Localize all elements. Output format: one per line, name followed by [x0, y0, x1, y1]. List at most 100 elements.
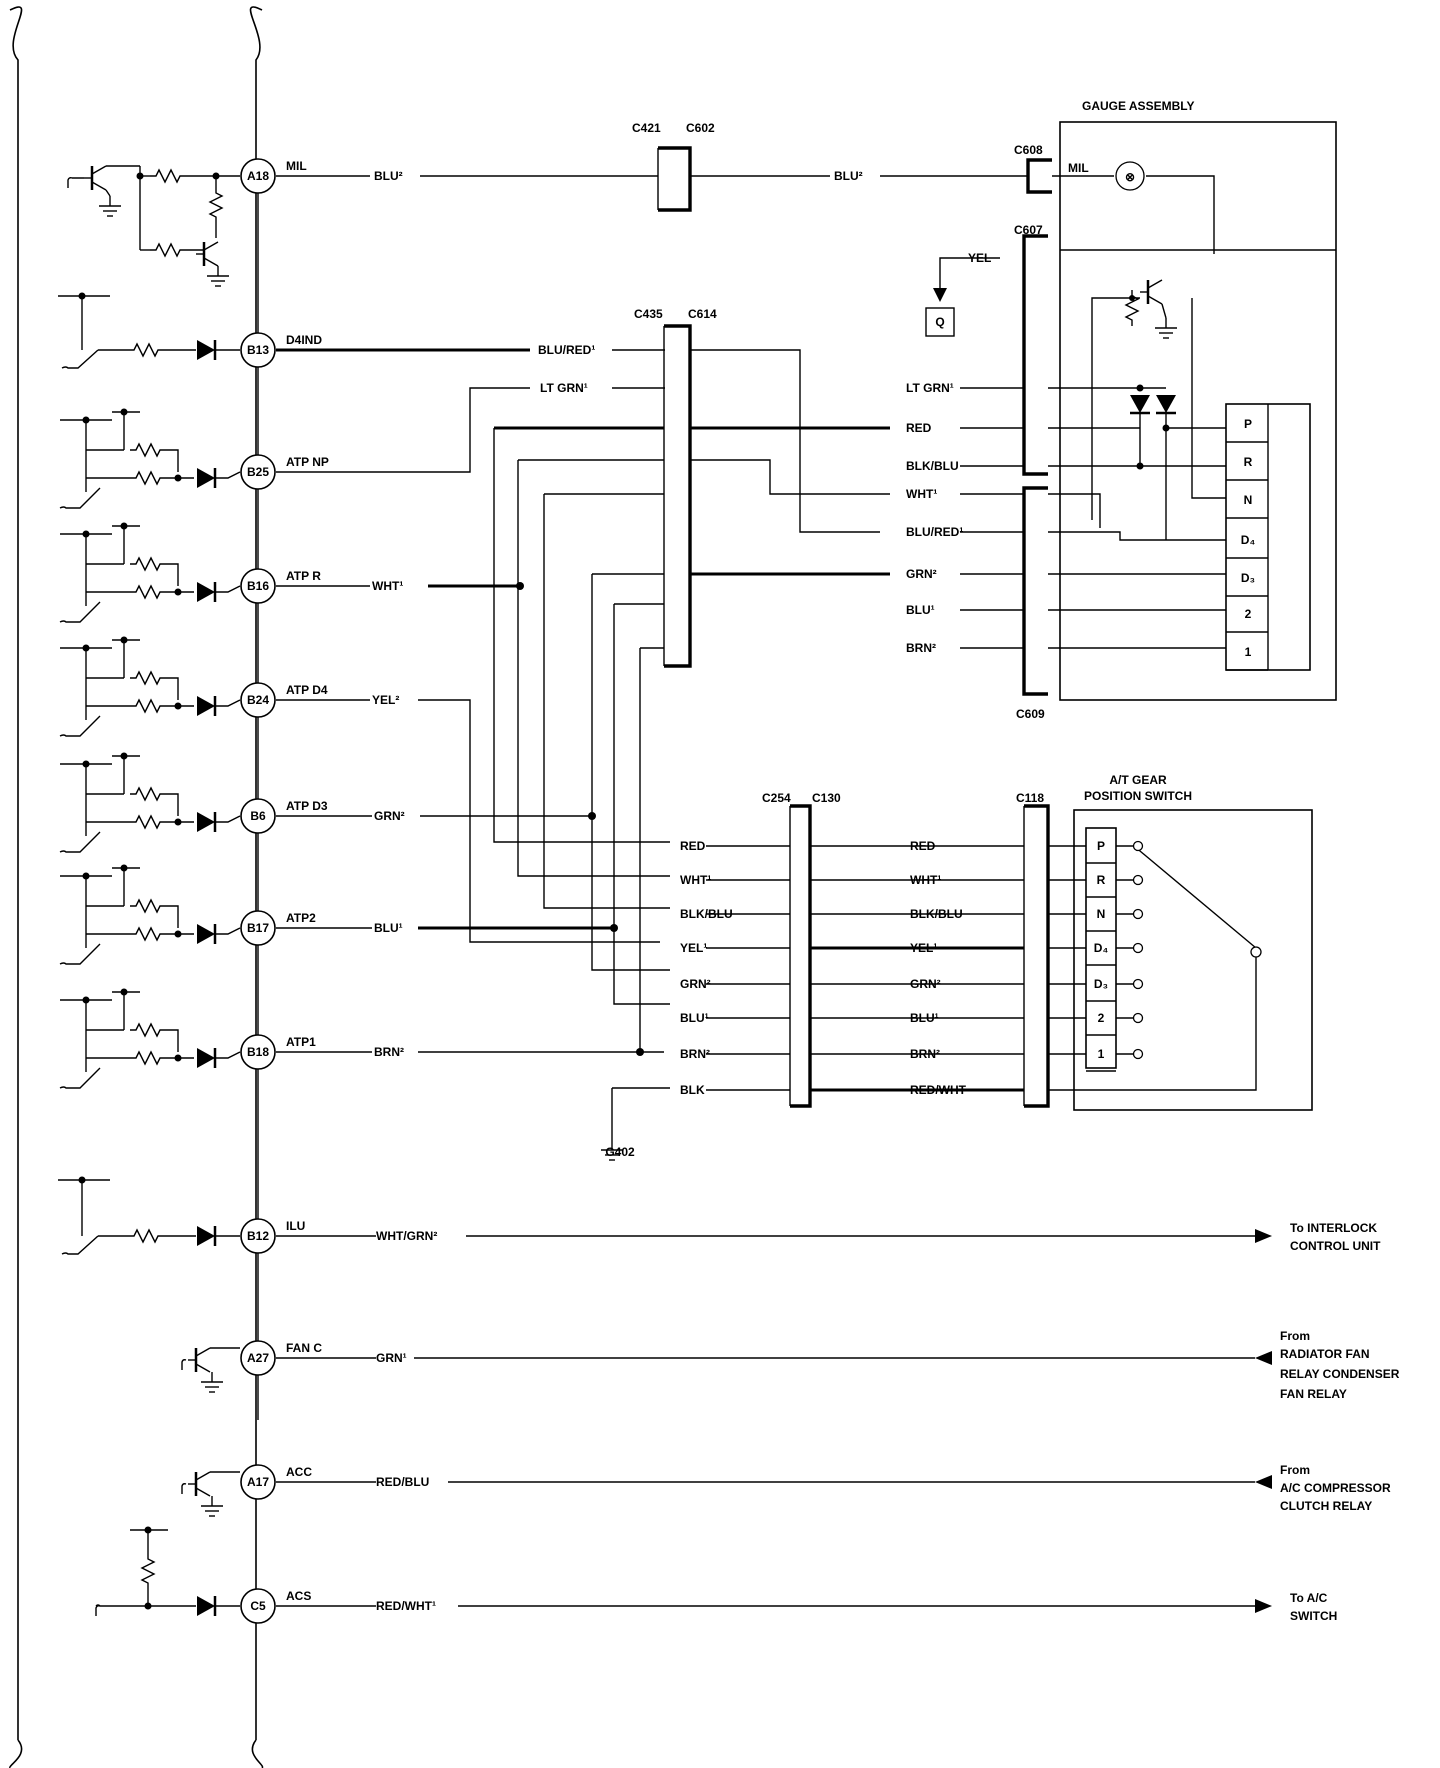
wire-c5: RED/WHT¹ [376, 1599, 436, 1613]
gear-terminal-2: N [1097, 907, 1106, 921]
gear-terminal-0: P [1097, 839, 1105, 853]
ecm-pin-label: A18 [247, 169, 269, 183]
c435-left-wire-2: LT GRN¹ [540, 381, 588, 395]
c254-wire-0: RED [680, 839, 706, 853]
wire-a27: GRN¹ [376, 1351, 407, 1365]
q-box-label: Q [935, 315, 944, 329]
ecm-pin-7 [240, 1034, 276, 1070]
label-c614: C614 [688, 307, 717, 321]
c130-wire-4: GRN² [910, 977, 941, 991]
dest-ilu-2: CONTROL UNIT [1290, 1239, 1381, 1253]
pin-name-b17: ATP2 [286, 911, 316, 925]
wire-b6: GRN² [374, 809, 405, 823]
ecm-pin-1 [240, 332, 276, 368]
switch-input-2 [59, 636, 241, 737]
ecm-pin-label: A27 [247, 1351, 269, 1365]
gauge-assembly-title: GAUGE ASSEMBLY [1082, 99, 1194, 113]
dest-acs-1: To A/C [1290, 1591, 1328, 1605]
label-c607: C607 [1014, 223, 1043, 237]
label-c254: C254 [762, 791, 791, 805]
gear-terminal-5: 2 [1098, 1011, 1105, 1025]
c614-wire-0: LT GRN¹ [906, 381, 954, 395]
ecm-pin-5 [240, 798, 276, 834]
ecm-pin-4 [240, 682, 276, 718]
dest-ilu-1: To INTERLOCK [1290, 1221, 1377, 1235]
connector-c435-c614 [663, 324, 692, 668]
dest-fan-1: From [1280, 1329, 1310, 1343]
gear-switch-box [1048, 809, 1313, 1111]
ecm-pin-3 [240, 568, 276, 604]
label-c130: C130 [812, 791, 841, 805]
label-c435: C435 [634, 307, 663, 321]
c254-wire-3: YEL¹ [680, 941, 707, 955]
dest-fan-3: RELAY CONDENSER [1280, 1367, 1400, 1381]
wire-a17: RED/BLU [376, 1475, 429, 1489]
gauge-terminal-6: 1 [1245, 645, 1252, 659]
d4ind-input-circuit [58, 292, 240, 369]
connector-c421-c602 [657, 146, 692, 212]
c614-wire-7: BRN² [906, 641, 936, 655]
ecm-pin-label: B16 [247, 579, 269, 593]
wire-b24: YEL² [372, 693, 399, 707]
pin-name-a27: FAN C [286, 1341, 322, 1355]
pin-name-b13: D4IND [286, 333, 322, 347]
ecm-pin-label: B25 [247, 465, 269, 479]
c614-right-wires [690, 349, 890, 576]
c254-wire-7: BLK [680, 1083, 705, 1097]
gear-switch-title-2: POSITION SWITCH [1084, 789, 1192, 803]
ecm-output-wires [276, 175, 1272, 1613]
ecm-pin-8 [240, 1218, 276, 1254]
ecm-pin-9 [240, 1340, 276, 1376]
pin-name-b24: ATP D4 [286, 683, 328, 697]
bus-lines [493, 426, 670, 1161]
c614-wire-1: RED [906, 421, 932, 435]
c130-wire-2: BLK/BLU [910, 907, 963, 921]
mil-driver-circuit [67, 164, 240, 287]
label-c608: C608 [1014, 143, 1043, 157]
gear-switch-title-1: A/T GEAR [1109, 773, 1167, 787]
pin-name-a17: ACC [286, 1465, 312, 1479]
ecm-pin-0 [240, 158, 276, 194]
gauge-terminal-0: P [1244, 417, 1252, 431]
gauge-terminal-4: D₃ [1241, 571, 1255, 585]
gauge-assembly-box [1048, 121, 1337, 701]
wire-mil-gauge: BLU² [834, 169, 863, 183]
wire-b17: BLU¹ [374, 921, 403, 935]
text-labels: MIL D4IND ATP NP ATP R ATP D4 ATP D3 ATP… [286, 99, 1400, 1623]
gear-terminal-3: D₄ [1094, 941, 1109, 955]
ecm-pin-label: A17 [247, 1475, 269, 1489]
gear-terminal-6: 1 [1098, 1047, 1105, 1061]
c254-wire-2: BLK/BLU [680, 907, 733, 921]
c254-wire-4: GRN² [680, 977, 711, 991]
switch-input-circuits [59, 408, 241, 1089]
label-c609: C609 [1016, 707, 1045, 721]
ecm-pin-label: B13 [247, 343, 269, 357]
ecm-pin-6 [240, 910, 276, 946]
ecm-outline [9, 6, 264, 1768]
c254-wire-5: BLU¹ [680, 1011, 709, 1025]
wire-yel: YEL [968, 251, 991, 265]
ecm-pin-10 [240, 1464, 276, 1500]
dest-fan-4: FAN RELAY [1280, 1387, 1347, 1401]
switch-input-1 [59, 522, 241, 623]
ecm-pin-label: B24 [247, 693, 269, 707]
ground-g402: G402 [605, 1145, 635, 1159]
wire-b18: BRN² [374, 1045, 404, 1059]
pin-name-b12: ILU [286, 1219, 305, 1233]
gauge-terminal-5: 2 [1245, 607, 1252, 621]
c130-wire-7: RED/WHT [910, 1083, 967, 1097]
dest-acc-3: CLUTCH RELAY [1280, 1499, 1372, 1513]
dest-acc-2: A/C COMPRESSOR [1280, 1481, 1391, 1495]
acs-input-circuit [95, 1526, 240, 1618]
connector-c118 [1023, 804, 1050, 1108]
gauge-terminal-2: N [1244, 493, 1253, 507]
switch-input-5 [59, 988, 241, 1089]
ilu-input-circuit [58, 1176, 240, 1255]
ecm-pin-label: B6 [250, 809, 266, 823]
acc-transistor [181, 1470, 240, 1517]
c130-wire-6: BRN² [910, 1047, 940, 1061]
pin-name-b25: ATP NP [286, 455, 329, 469]
c614-wire-5: GRN² [906, 567, 937, 581]
